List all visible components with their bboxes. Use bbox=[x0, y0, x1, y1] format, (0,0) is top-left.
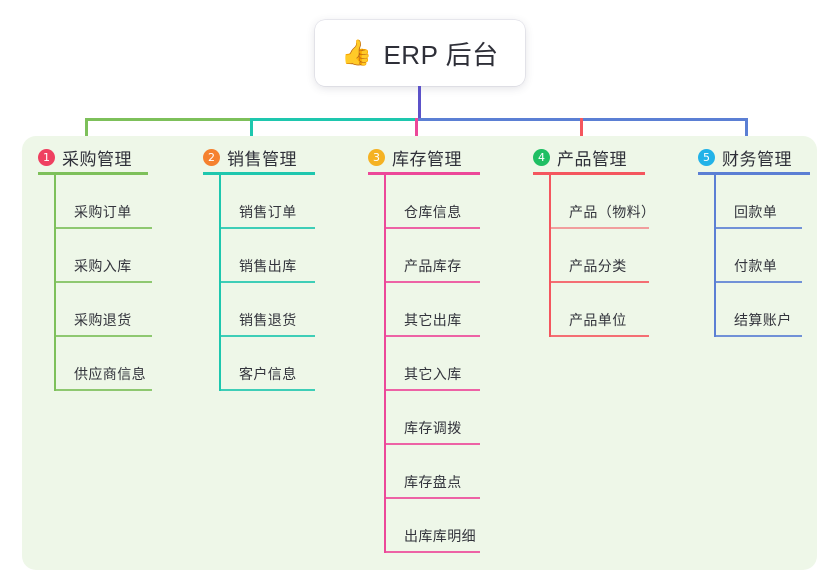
branch-header-rule bbox=[698, 172, 810, 175]
branch-leaf-label: 销售出库 bbox=[239, 258, 297, 274]
branch-leaf[interactable]: 出库库明细 bbox=[384, 499, 480, 553]
branch-leaf-rule bbox=[54, 281, 152, 283]
branch-leaf-rule bbox=[714, 335, 802, 337]
branch-leaf[interactable]: 供应商信息 bbox=[54, 337, 152, 391]
branch-leaf[interactable]: 仓库信息 bbox=[384, 175, 480, 229]
branch-title: 产品管理 bbox=[557, 150, 627, 169]
root-title: ERP 后台 bbox=[383, 39, 499, 70]
branch-number-badge: 1 bbox=[38, 149, 55, 166]
branch-leaf-rule bbox=[549, 281, 649, 283]
branch-leaf[interactable]: 产品（物料） bbox=[549, 175, 655, 229]
branch-title: 销售管理 bbox=[227, 150, 297, 169]
branch-leaf-label: 付款单 bbox=[734, 258, 778, 274]
branch-leaf-label: 其它出库 bbox=[404, 312, 462, 328]
branch-number-badge: 2 bbox=[203, 149, 220, 166]
branch-leaf[interactable]: 产品分类 bbox=[549, 229, 649, 283]
branch-header-rule bbox=[38, 172, 148, 175]
branch-leaf[interactable]: 销售出库 bbox=[219, 229, 315, 283]
branch-leaf-rule bbox=[384, 551, 480, 553]
branch-leaf[interactable]: 销售退货 bbox=[219, 283, 315, 337]
branch-leaf-rule bbox=[54, 227, 152, 229]
branch-leaf-label: 客户信息 bbox=[239, 366, 297, 382]
branch-header-rule bbox=[203, 172, 315, 175]
branch-number-badge: 5 bbox=[698, 149, 715, 166]
bus-segment-1 bbox=[86, 118, 251, 121]
branch-leaf-rule bbox=[219, 227, 315, 229]
branch-header-2[interactable]: 2 销售管理 bbox=[203, 145, 297, 170]
branch-leaf-label: 采购退货 bbox=[74, 312, 132, 328]
branch-title: 采购管理 bbox=[62, 150, 132, 169]
branch-header-rule bbox=[368, 172, 480, 175]
branch-leaf-rule bbox=[384, 389, 480, 391]
branch-number-badge: 4 bbox=[533, 149, 550, 166]
branch-leaf-rule bbox=[384, 281, 480, 283]
branch-leaf-label: 产品库存 bbox=[404, 258, 462, 274]
branch-leaf-label: 回款单 bbox=[734, 204, 778, 220]
branch-leaf-label: 其它入库 bbox=[404, 366, 462, 382]
branch-leaf-label: 库存盘点 bbox=[404, 474, 462, 490]
root-stem bbox=[418, 86, 421, 121]
branch-leaf-rule bbox=[54, 389, 152, 391]
thumbs-up-icon: 👍 bbox=[341, 38, 373, 67]
branch-leaf-rule bbox=[219, 335, 315, 337]
branch-leaf[interactable]: 产品库存 bbox=[384, 229, 480, 283]
branch-leaf-rule bbox=[384, 335, 480, 337]
root-node[interactable]: 👍 ERP 后台 bbox=[315, 20, 525, 86]
branch-header-4[interactable]: 4 产品管理 bbox=[533, 145, 627, 170]
branch-leaf-label: 采购订单 bbox=[74, 204, 132, 220]
branch-title: 财务管理 bbox=[722, 150, 792, 169]
branches-panel: 1 采购管理采购订单采购入库采购退货供应商信息 2 销售管理销售订单销售出库销售退货客… bbox=[22, 136, 817, 570]
branch-leaf-rule bbox=[549, 335, 649, 337]
branch-leaf-label: 产品分类 bbox=[569, 258, 627, 274]
branch-leaf-rule bbox=[714, 281, 802, 283]
branch-leaf-label: 出库库明细 bbox=[404, 528, 476, 544]
branch-leaf[interactable]: 客户信息 bbox=[219, 337, 315, 391]
branch-leaf[interactable]: 采购退货 bbox=[54, 283, 152, 337]
branch-leaf-label: 产品（物料） bbox=[569, 204, 656, 220]
branch-leaf[interactable]: 库存盘点 bbox=[384, 445, 480, 499]
branch-spine bbox=[549, 172, 551, 337]
branch-title: 库存管理 bbox=[392, 150, 462, 169]
branch-number-badge: 3 bbox=[368, 149, 385, 166]
branch-leaf-label: 供应商信息 bbox=[74, 366, 146, 382]
branch-leaf-label: 结算账户 bbox=[734, 312, 792, 328]
branch-header-5[interactable]: 5 财务管理 bbox=[698, 145, 792, 170]
branch-leaf[interactable]: 其它出库 bbox=[384, 283, 480, 337]
branch-leaf-rule bbox=[714, 227, 802, 229]
branch-spine bbox=[714, 172, 716, 337]
branch-leaf[interactable]: 其它入库 bbox=[384, 337, 480, 391]
branch-leaf-label: 仓库信息 bbox=[404, 204, 462, 220]
branch-header-3[interactable]: 3 库存管理 bbox=[368, 145, 462, 170]
branch-leaf[interactable]: 采购入库 bbox=[54, 229, 152, 283]
branch-leaf-rule bbox=[54, 335, 152, 337]
branch-leaf[interactable]: 回款单 bbox=[714, 175, 802, 229]
branch-leaf-rule bbox=[384, 497, 480, 499]
branch-spine bbox=[54, 172, 56, 391]
bus-segment-3 bbox=[416, 118, 581, 121]
branch-leaf-rule bbox=[384, 227, 480, 229]
branch-leaf[interactable]: 销售订单 bbox=[219, 175, 315, 229]
branch-leaf-rule bbox=[219, 389, 315, 391]
branch-leaf-label: 销售退货 bbox=[239, 312, 297, 328]
branch-header-rule bbox=[533, 172, 645, 175]
branch-leaf[interactable]: 结算账户 bbox=[714, 283, 802, 337]
branch-leaf-rule bbox=[219, 281, 315, 283]
branch-leaf-rule bbox=[549, 227, 649, 229]
bus-segment-4 bbox=[581, 118, 746, 121]
branch-leaf[interactable]: 产品单位 bbox=[549, 283, 649, 337]
branch-spine bbox=[384, 172, 386, 553]
branch-leaf-rule bbox=[384, 443, 480, 445]
branch-leaf-label: 库存调拨 bbox=[404, 420, 462, 436]
branch-spine bbox=[219, 172, 221, 391]
branch-leaf[interactable]: 库存调拨 bbox=[384, 391, 480, 445]
branch-header-1[interactable]: 1 采购管理 bbox=[38, 145, 132, 170]
branch-leaf-label: 产品单位 bbox=[569, 312, 627, 328]
branch-leaf[interactable]: 采购订单 bbox=[54, 175, 152, 229]
branch-leaf-label: 采购入库 bbox=[74, 258, 132, 274]
branch-leaf-label: 销售订单 bbox=[239, 204, 297, 220]
branch-leaf[interactable]: 付款单 bbox=[714, 229, 802, 283]
bus-segment-2 bbox=[251, 118, 416, 121]
